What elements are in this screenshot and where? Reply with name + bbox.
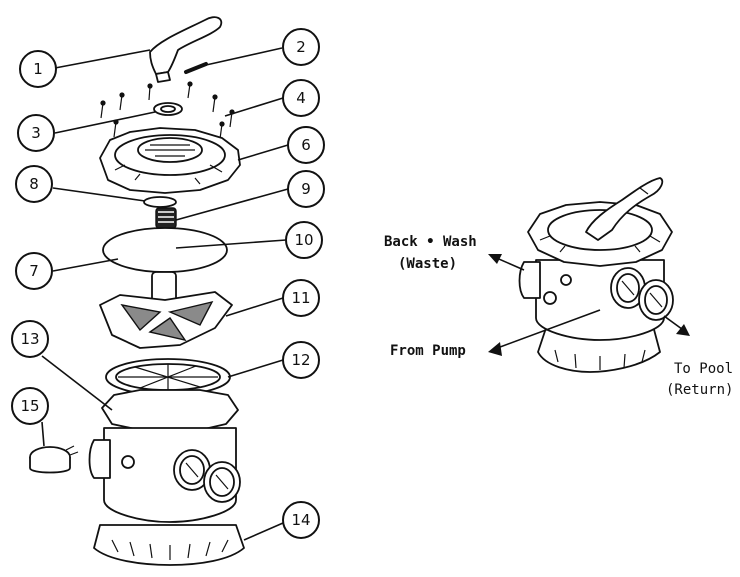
callout-3: 3: [17, 114, 55, 152]
callout-9: 9: [287, 170, 325, 208]
flow-arrows: [488, 254, 690, 356]
part-base: [93, 524, 245, 566]
callout-6: 6: [287, 126, 325, 164]
backwash-label: Back • Wash: [384, 234, 477, 250]
part-spring: [155, 207, 177, 229]
part-spider-gasket: [105, 358, 231, 396]
part-valve-cover: [99, 127, 241, 194]
callout-11: 11: [282, 279, 320, 317]
part-handle: [149, 16, 223, 83]
svg-text:12: 12: [291, 351, 310, 369]
assembled-valve: [518, 177, 674, 373]
callout-13: 13: [11, 320, 49, 358]
callout-15: 15: [11, 387, 49, 425]
part-rotor: [99, 271, 233, 349]
svg-text:11: 11: [291, 289, 310, 307]
part-o-ring-small: [153, 102, 183, 116]
svg-text:6: 6: [301, 136, 311, 154]
callout-2: 2: [282, 28, 320, 66]
part-clamp: [29, 445, 79, 474]
callout-12: 12: [282, 341, 320, 379]
callout-14: 14: [282, 501, 320, 539]
callout-10: 10: [285, 221, 323, 259]
svg-text:7: 7: [29, 262, 39, 280]
to-pool-label: To Pool: [674, 361, 733, 377]
svg-text:2: 2: [296, 38, 306, 56]
part-o-ring: [143, 196, 177, 208]
waste-label: (Waste): [398, 256, 457, 272]
part-pin: [184, 62, 208, 74]
svg-text:10: 10: [294, 231, 313, 249]
svg-text:8: 8: [29, 175, 39, 193]
svg-text:15: 15: [20, 397, 39, 415]
leader-lines: [41, 47, 289, 541]
svg-text:13: 13: [20, 330, 39, 348]
svg-text:1: 1: [33, 60, 43, 78]
callout-4: 4: [282, 79, 320, 117]
svg-text:3: 3: [31, 124, 41, 142]
from-pump-label: From Pump: [390, 343, 466, 359]
part-valve-body: [88, 389, 241, 523]
svg-text:9: 9: [301, 180, 311, 198]
part-gasket-disk: [102, 227, 228, 273]
svg-text:4: 4: [296, 89, 306, 107]
part-screws: [100, 81, 235, 140]
svg-text:14: 14: [291, 511, 310, 529]
callout-7: 7: [15, 252, 53, 290]
return-label: (Return): [666, 382, 733, 398]
callout-8: 8: [15, 165, 53, 203]
callout-1: 1: [19, 50, 57, 88]
